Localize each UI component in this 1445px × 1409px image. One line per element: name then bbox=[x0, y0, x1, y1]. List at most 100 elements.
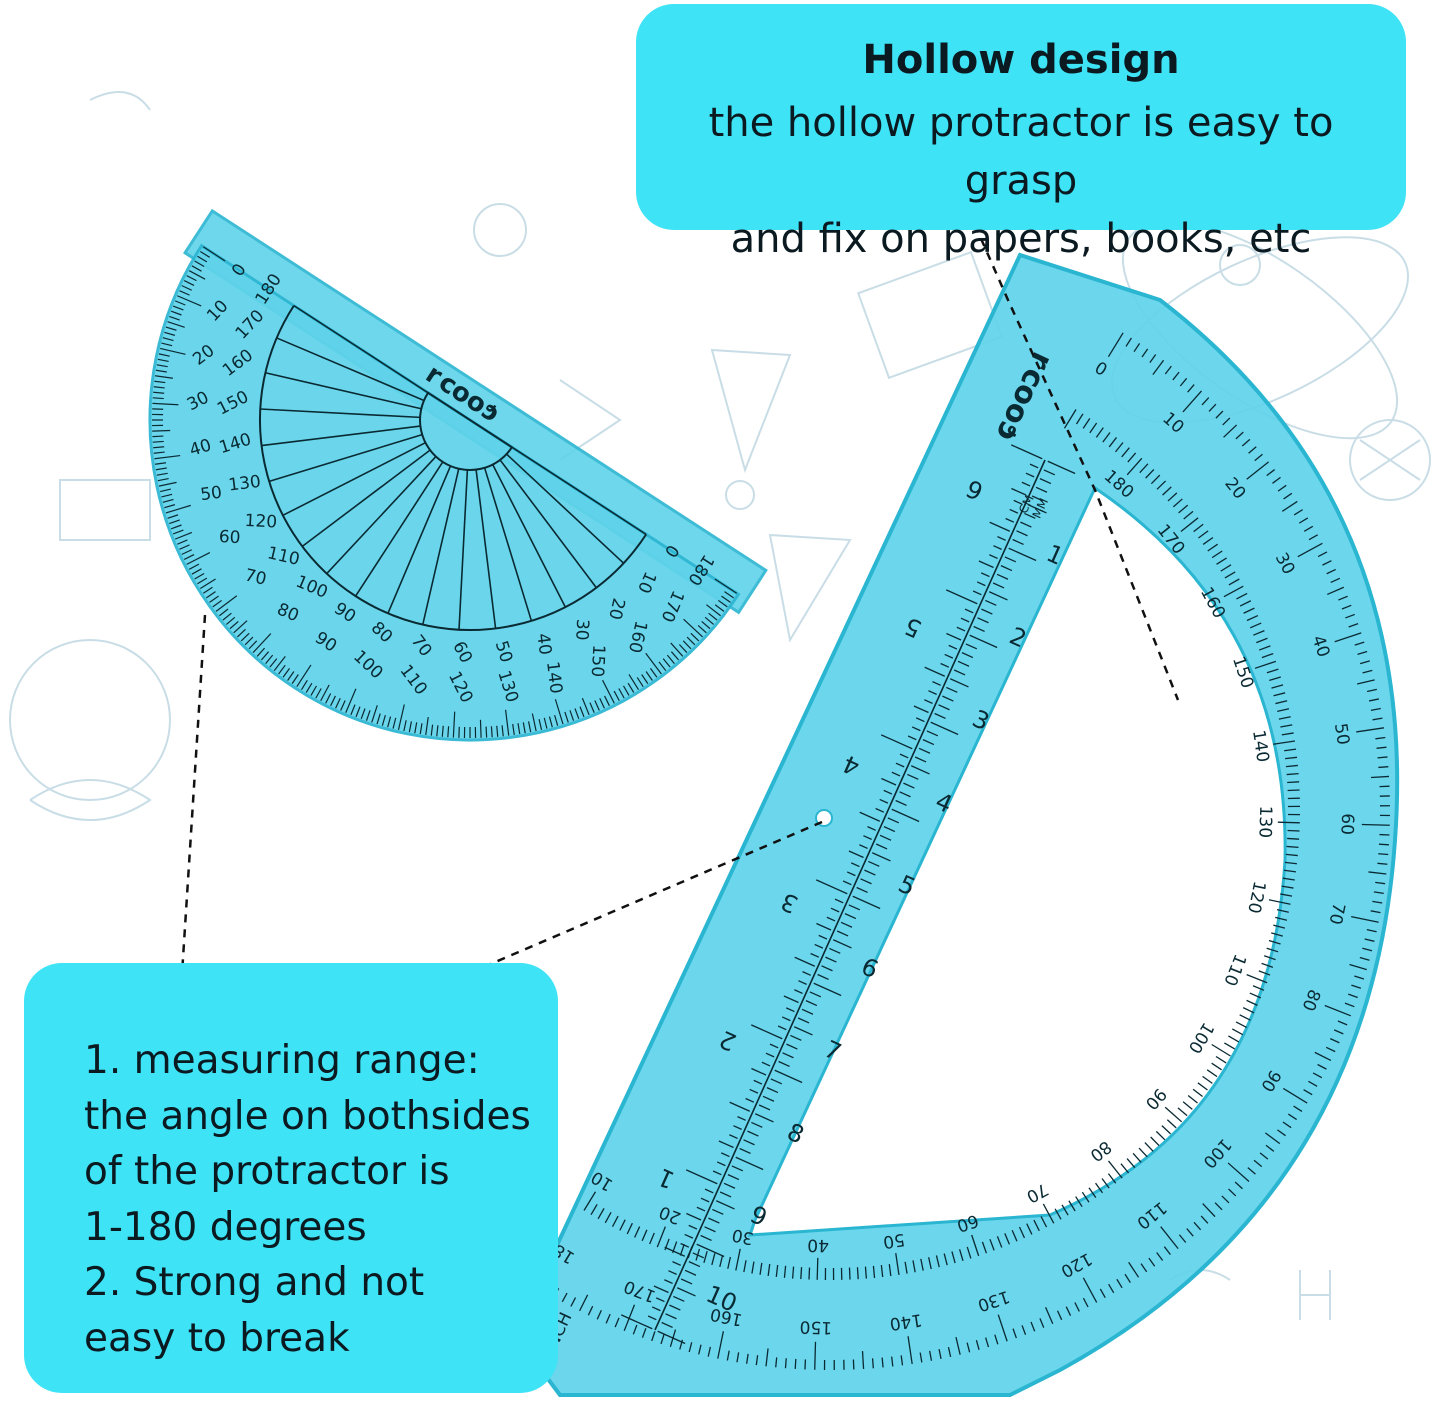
arc-tick-inner bbox=[1228, 1035, 1240, 1043]
mm-tick bbox=[1000, 565, 1013, 572]
arc-tick-inner bbox=[1166, 1119, 1177, 1129]
arc-tick-inner bbox=[1273, 740, 1296, 745]
mm-tick bbox=[887, 817, 900, 824]
small-tick bbox=[714, 578, 738, 594]
arc-tick bbox=[1334, 632, 1362, 643]
arc-tick bbox=[1182, 390, 1203, 413]
small-ray-170 bbox=[506, 453, 625, 564]
small-tick bbox=[194, 260, 205, 268]
small-tick bbox=[215, 595, 238, 612]
inch-tick bbox=[964, 608, 974, 614]
small-tick bbox=[690, 632, 700, 642]
small-tick bbox=[697, 624, 707, 634]
arc-tick-inner bbox=[719, 1255, 724, 1268]
arc-tick bbox=[1375, 736, 1386, 740]
arc-tick bbox=[1214, 1202, 1223, 1211]
arc-tick bbox=[1377, 862, 1388, 865]
arc-tick bbox=[1366, 928, 1377, 933]
small-tick bbox=[683, 618, 703, 638]
arc-tick bbox=[1329, 1038, 1340, 1044]
arc-tick bbox=[1372, 900, 1383, 904]
arc-tick bbox=[1266, 469, 1276, 477]
arc-tick-inner bbox=[1280, 893, 1293, 897]
arc-tick-inner bbox=[1253, 630, 1265, 636]
arc-tick-inner bbox=[679, 1243, 685, 1256]
small-tick bbox=[152, 440, 164, 443]
arc-tick-inner bbox=[1224, 1042, 1236, 1050]
arc-tick bbox=[1141, 348, 1149, 358]
inch-tick bbox=[960, 617, 970, 623]
arc-tick-inner bbox=[1231, 1028, 1244, 1036]
small-tick bbox=[436, 725, 439, 737]
arc-tick bbox=[1179, 377, 1188, 387]
small-outer-label: 140 bbox=[542, 660, 566, 695]
arc-tick-inner bbox=[604, 1211, 612, 1224]
small-tick bbox=[613, 690, 620, 702]
small-inner-label: 40 bbox=[532, 632, 554, 656]
arc-tick bbox=[1308, 1080, 1318, 1087]
mm-tick bbox=[778, 1060, 790, 1068]
mm-tick bbox=[988, 591, 1008, 601]
inch-tick bbox=[895, 762, 905, 768]
arc-tick-inner bbox=[1042, 1203, 1055, 1224]
arc-tick-inner bbox=[759, 1262, 763, 1275]
arc-tick bbox=[1317, 1063, 1327, 1070]
arc-tick-inner bbox=[895, 1253, 900, 1276]
arc-tick-inner bbox=[1126, 1158, 1136, 1169]
small-tick bbox=[543, 717, 548, 729]
mm-tick bbox=[1012, 538, 1024, 546]
small-tick bbox=[414, 722, 418, 734]
small-tick bbox=[155, 462, 167, 465]
small-tick bbox=[222, 612, 232, 621]
mm-tick bbox=[930, 721, 959, 736]
mm-tick bbox=[852, 895, 881, 910]
inch-tick bbox=[830, 907, 840, 913]
inch-tick bbox=[863, 835, 872, 840]
inch-tick bbox=[875, 807, 885, 813]
mm-tick bbox=[871, 852, 891, 862]
arc-tick bbox=[1044, 1307, 1054, 1325]
small-tick bbox=[360, 708, 366, 720]
arc-tick-inner bbox=[1075, 1196, 1083, 1208]
arc-tick-inner bbox=[1220, 564, 1232, 572]
small-tick bbox=[206, 591, 216, 599]
mm-tick bbox=[708, 1217, 720, 1224]
arc-tick-inner bbox=[1246, 974, 1268, 984]
small-tick bbox=[704, 616, 714, 625]
inch-tick bbox=[846, 871, 856, 877]
inch-tick bbox=[972, 590, 982, 596]
arc-tick-inner bbox=[848, 1267, 851, 1280]
arc-tick-inner bbox=[611, 1215, 619, 1227]
arc-tick bbox=[1357, 679, 1375, 685]
mm-tick bbox=[922, 739, 935, 746]
arc-tick-inner bbox=[880, 1265, 884, 1278]
small-tick bbox=[191, 568, 202, 575]
mm-tick bbox=[942, 695, 954, 702]
inch-tick bbox=[816, 922, 832, 931]
inch-tick bbox=[915, 717, 925, 723]
arc-tick bbox=[900, 1355, 904, 1366]
arc-tick bbox=[1208, 403, 1217, 412]
arc-tick bbox=[1156, 1252, 1164, 1261]
inch-tick bbox=[647, 1315, 657, 1321]
arc-tick-inner bbox=[1120, 1163, 1130, 1174]
small-tick bbox=[158, 481, 177, 487]
arc-tick bbox=[1362, 669, 1373, 674]
arc-tick-inner bbox=[626, 1222, 633, 1235]
mm-tick bbox=[793, 1026, 813, 1036]
small-tick bbox=[678, 644, 688, 653]
arc-tick bbox=[1222, 417, 1231, 426]
arc-tick bbox=[1186, 1228, 1194, 1237]
arc-tick-inner bbox=[943, 1253, 948, 1266]
arc-tick bbox=[1200, 1215, 1209, 1224]
mm-tick bbox=[1047, 460, 1076, 475]
arc-tick-inner bbox=[1235, 1021, 1247, 1029]
mm-tick bbox=[696, 1243, 725, 1258]
inch-tick bbox=[850, 862, 860, 868]
inch-tick bbox=[651, 1306, 661, 1312]
arc-tick bbox=[1264, 1132, 1281, 1145]
small-ray-180 bbox=[511, 446, 647, 536]
arc-tick bbox=[1293, 509, 1303, 516]
arc-tick bbox=[1370, 910, 1381, 914]
mm-tick bbox=[1024, 512, 1036, 519]
